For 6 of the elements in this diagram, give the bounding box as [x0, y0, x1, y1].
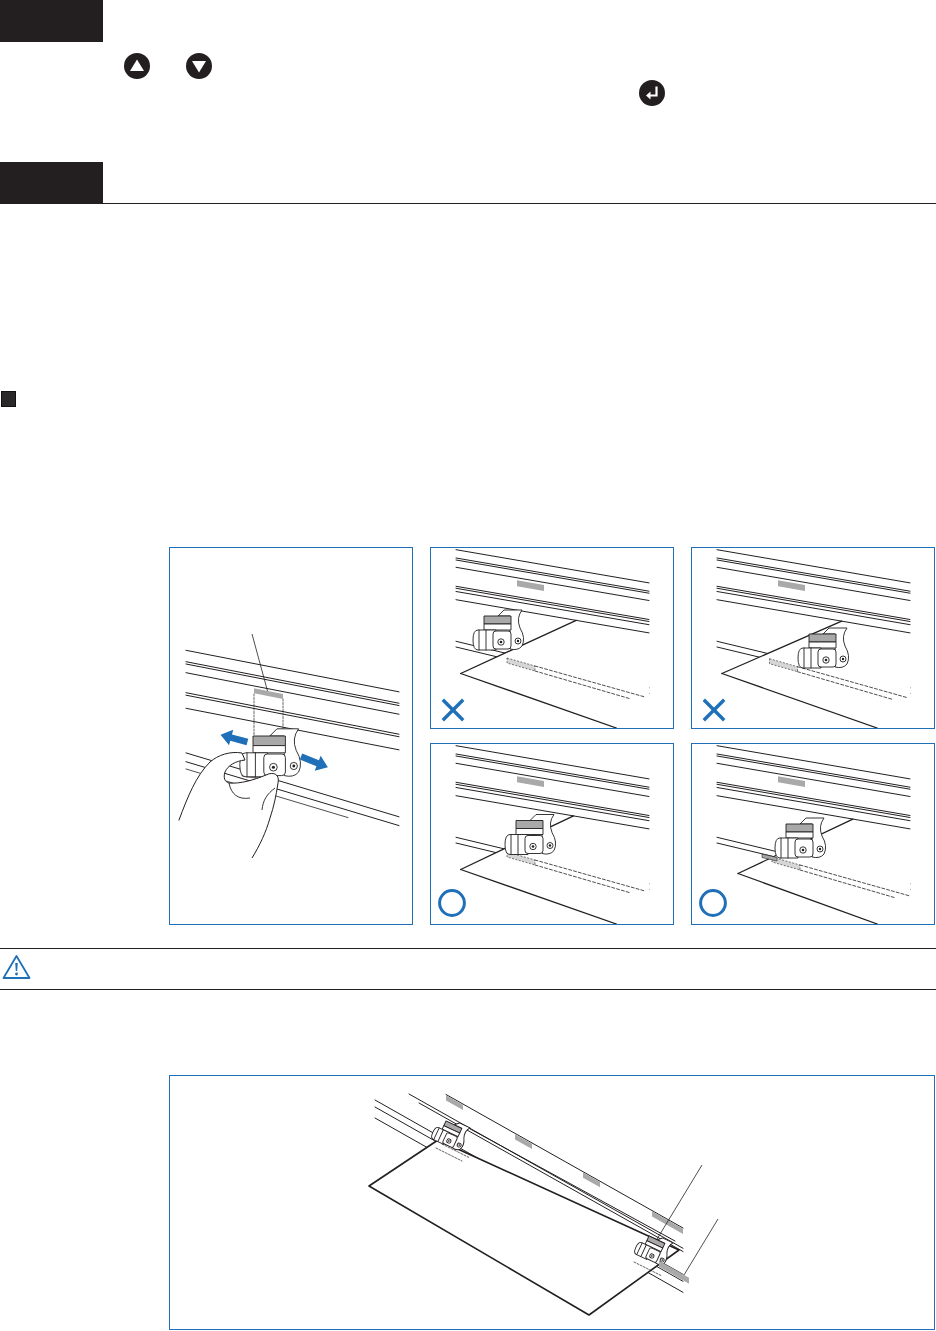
pinch-roller: [634, 1235, 674, 1266]
leader-line: [251, 633, 268, 692]
leader-line: [683, 1218, 719, 1276]
position-mark: [254, 688, 283, 699]
leader-line: [656, 1164, 703, 1240]
grit-roller: [659, 1260, 689, 1284]
